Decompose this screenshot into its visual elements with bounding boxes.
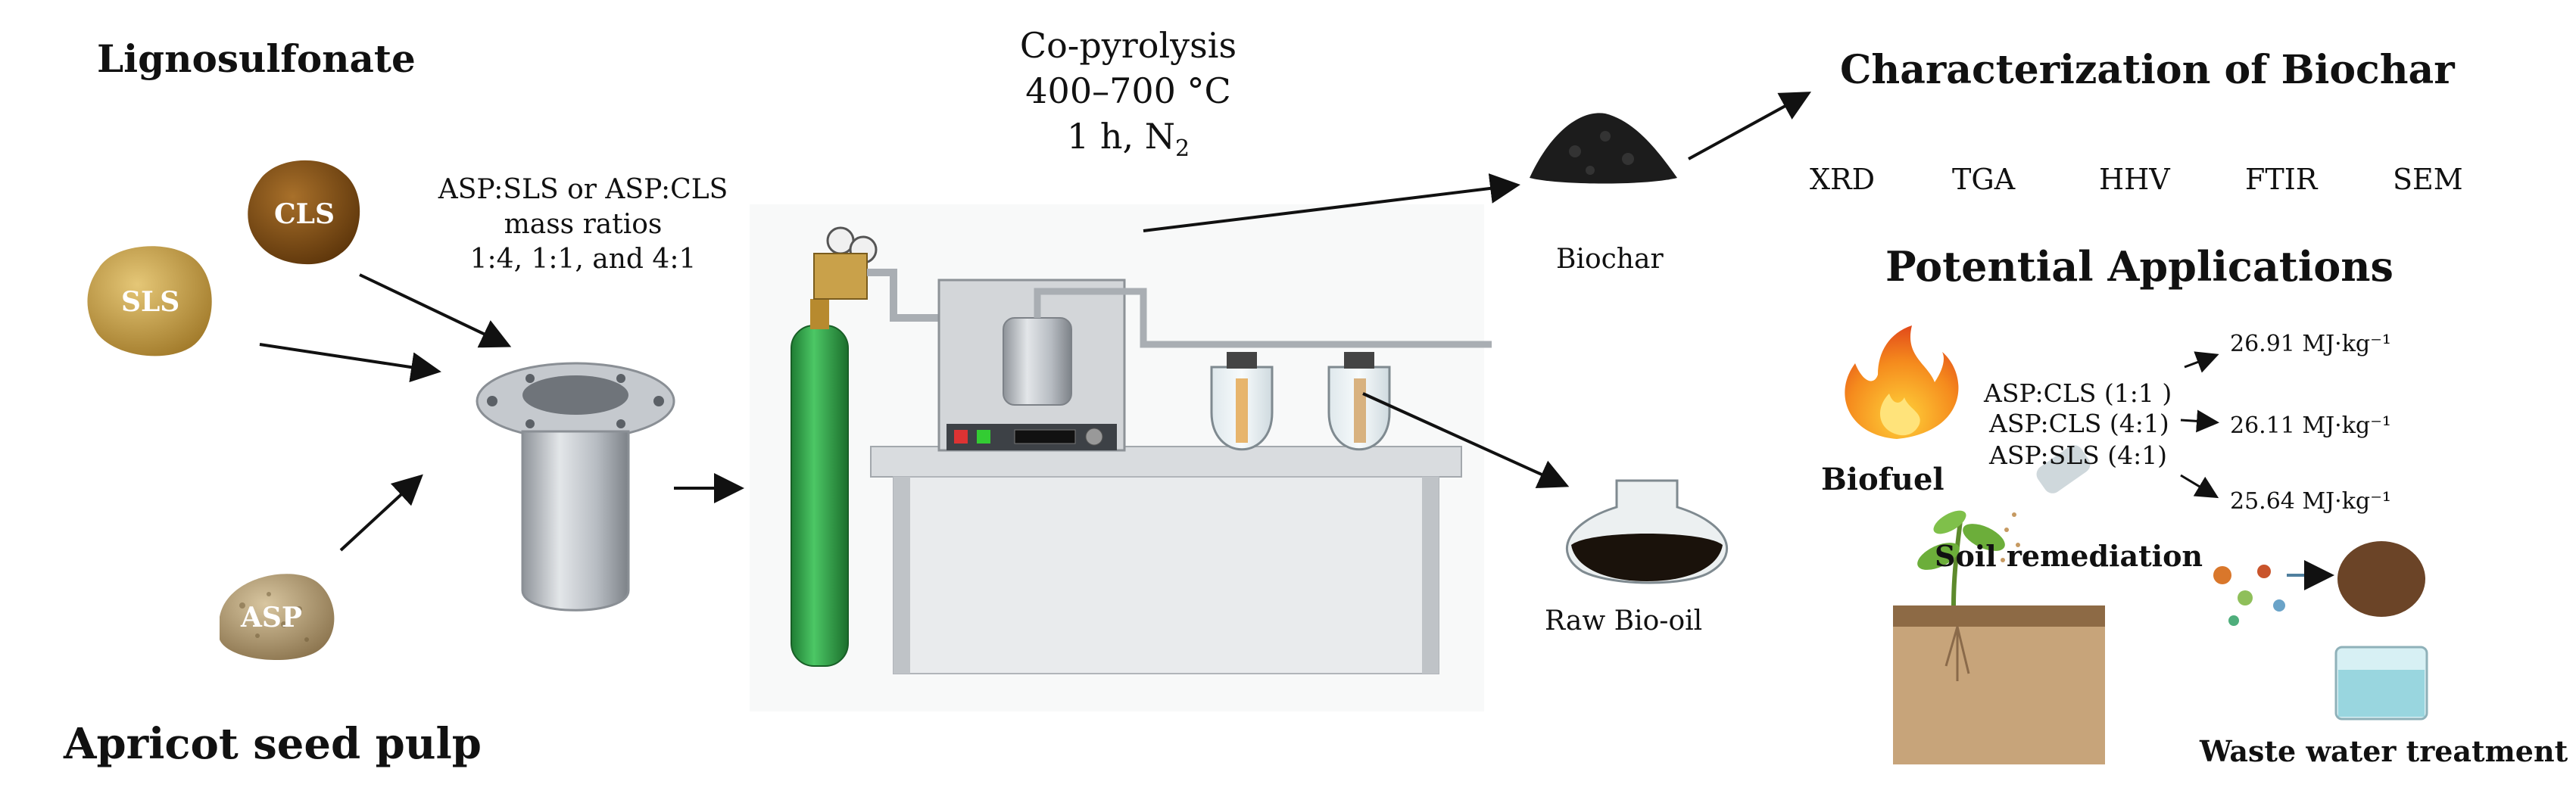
asp-sample: [220, 574, 335, 661]
biofuel-sample-2: ASP:CLS (4:1): [1989, 409, 2169, 438]
sls-sample: [87, 246, 212, 356]
bio-oil-label: Raw Bio-oil: [1545, 605, 1703, 637]
cls-sample: [248, 160, 360, 265]
biofuel-sample-1: ASP:CLS (1:1 ): [1984, 378, 2172, 408]
pyrolysis-line-2: 400–700 °C: [1025, 70, 1231, 111]
arrow-to-bio-oil: [1362, 392, 1570, 489]
ratio-text: ASP:SLS or ASP:CLS mass ratios 1:4, 1:1,…: [416, 173, 750, 277]
waste-water-illustration: [2213, 541, 2428, 721]
technique-xrd: XRD: [1810, 163, 1876, 196]
sls-label: SLS: [121, 286, 180, 318]
technique-ftir: FTIR: [2245, 163, 2318, 196]
pyrolysis-line-1: Co-pyrolysis: [1019, 25, 1237, 66]
arrow-hhv-1: [2184, 351, 2219, 373]
biofuel-label: Biofuel: [1821, 462, 1944, 497]
heading-apricot-seed-pulp: Apricot seed pulp: [64, 719, 482, 769]
ratio-line-2: mass ratios: [504, 209, 663, 240]
arrow-hhv-2: [2180, 409, 2219, 433]
arrow-asp-to-reactor: [339, 474, 423, 552]
reactor-vessel: [476, 362, 675, 612]
asp-label: ASP: [241, 602, 302, 633]
heading-lignosulfonate: Lignosulfonate: [97, 36, 416, 81]
pyrolysis-line-3-main: 1 h, N: [1066, 116, 1175, 157]
biofuel-sample-3: ASP:SLS (4:1): [1989, 440, 2168, 470]
cls-label: CLS: [274, 198, 335, 230]
hhv-value-3: 25.64 MJ·kg⁻¹: [2230, 488, 2391, 515]
arrow-to-biochar: [1143, 173, 1520, 232]
ratio-line-1: ASP:SLS or ASP:CLS: [438, 174, 728, 205]
pyrolysis-conditions: Co-pyrolysis 400–700 °C 1 h, N2: [1000, 23, 1257, 172]
flame-icon: [1845, 325, 1959, 439]
soil-remediation-illustration: [1893, 445, 2105, 764]
pyrolysis-line-3-sub: 2: [1174, 135, 1190, 163]
technique-tga: TGA: [1952, 163, 2016, 196]
heading-potential-applications: Potential Applications: [1885, 242, 2394, 291]
arrow-to-characterization: [1688, 92, 1812, 160]
technique-hhv: HHV: [2099, 163, 2170, 196]
arrow-cls-to-reactor: [359, 273, 512, 348]
pyrolysis-line-3: 1 h, N2: [1000, 114, 1257, 172]
hhv-value-1: 26.91 MJ·kg⁻¹: [2230, 331, 2391, 357]
heading-characterization: Characterization of Biochar: [1840, 47, 2455, 93]
arrow-hhv-3: [2180, 474, 2219, 499]
bio-oil-flask: [1566, 479, 1728, 584]
ratio-line-3: 1:4, 1:1, and 4:1: [469, 244, 697, 275]
biochar-label: Biochar: [1556, 244, 1664, 275]
biochar-pile: [1530, 113, 1677, 184]
arrow-sls-to-reactor: [259, 343, 441, 383]
hhv-value-2: 26.11 MJ·kg⁻¹: [2230, 412, 2391, 439]
waste-water-label: Waste water treatment: [2200, 734, 2568, 768]
soil-remediation-label: Soil remediation: [1935, 539, 2203, 573]
pyrolysis-setup: [750, 204, 1492, 711]
technique-sem: SEM: [2393, 163, 2463, 196]
